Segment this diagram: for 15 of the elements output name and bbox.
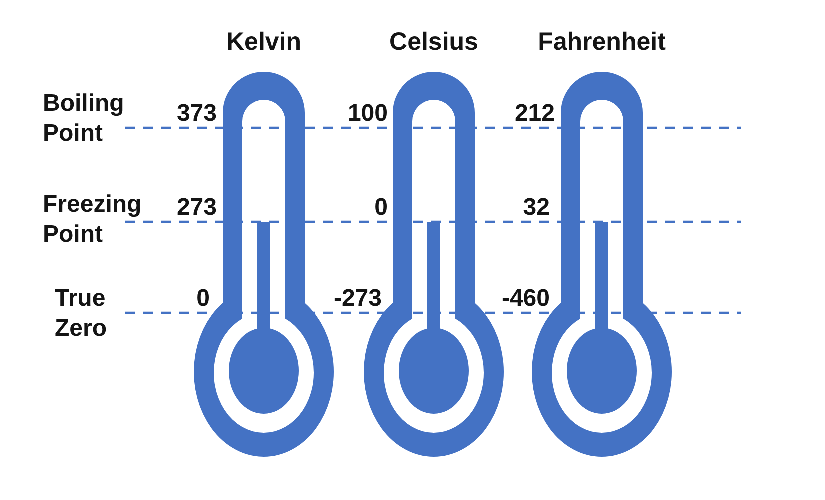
temperature-value: 0 xyxy=(374,193,388,223)
temperature-value: -460 xyxy=(502,284,550,314)
scale-heading: Kelvin xyxy=(226,27,302,57)
temperature-value: 32 xyxy=(523,193,550,223)
row-label: Boiling Point xyxy=(43,89,124,149)
temperature-value: 212 xyxy=(514,99,555,129)
row-label: Freezing Point xyxy=(43,190,142,250)
temperature-value: -273 xyxy=(334,284,382,314)
temperature-value: 0 xyxy=(196,284,210,314)
temperature-value: 273 xyxy=(176,193,217,223)
scale-heading: Celsius xyxy=(390,27,478,57)
row-label: True Zero xyxy=(55,284,107,344)
scale-heading: Fahrenheit xyxy=(538,27,666,57)
temperature-value: 373 xyxy=(176,99,217,129)
temperature-value: 100 xyxy=(348,99,388,129)
